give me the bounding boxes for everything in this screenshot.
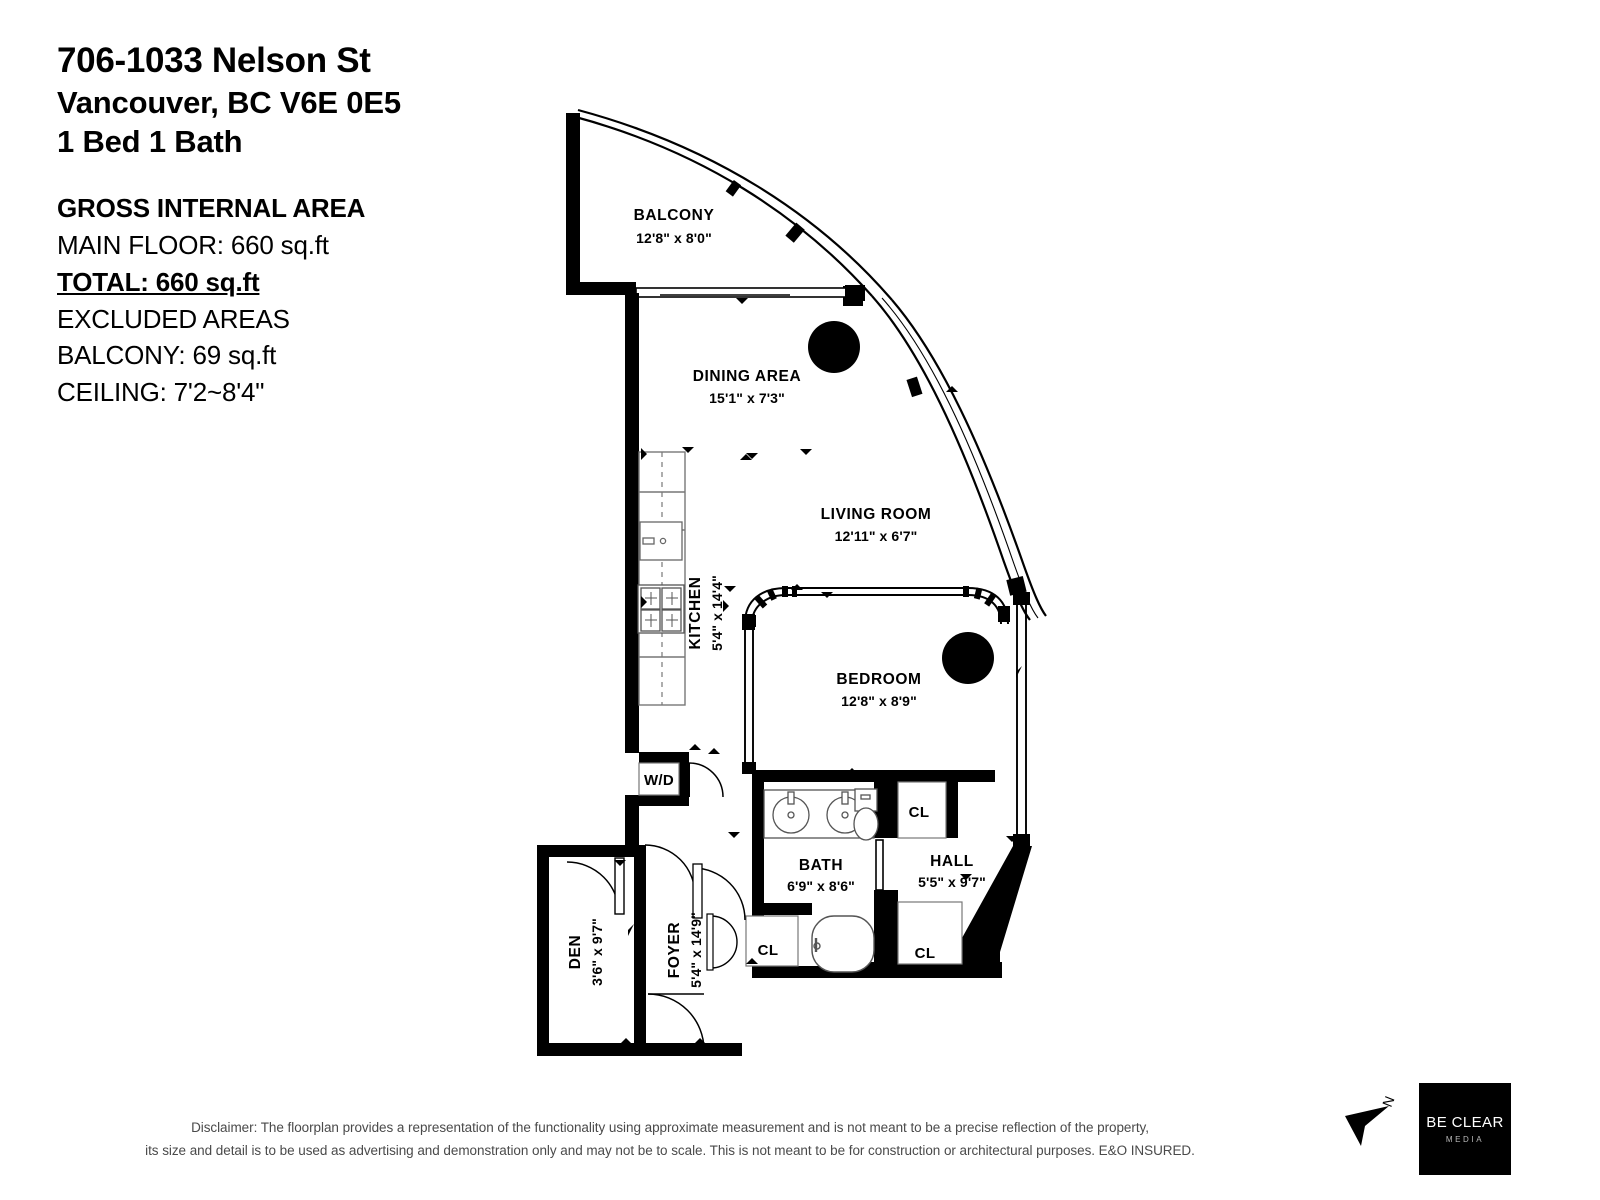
gia-balcony-excluded: BALCONY: 69 sq.ft: [57, 340, 277, 371]
kitchen-sink: [639, 521, 683, 561]
room-label-foyer: FOYER 5'4" x 14'9": [666, 912, 704, 988]
bedroom-name: BEDROOM: [836, 671, 921, 688]
room-label-den: DEN 3'6" x 9'7": [567, 918, 605, 986]
gia-total: TOTAL: 660 sq.ft: [57, 266, 260, 297]
toilet: [853, 788, 879, 841]
washer-dryer-door-swing: [688, 762, 724, 798]
room-label-balcony: BALCONY 12'8" x 8'0": [634, 207, 715, 246]
balcony-walls: [566, 113, 636, 295]
room-label-living-room: LIVING ROOM 12'11" x 6'7": [821, 506, 932, 544]
balcony-railing: [571, 108, 893, 301]
property-info-panel: 706-1033 Nelson St Vancouver, BC V6E 0E5…: [57, 40, 527, 411]
bedroom-ceiling-fixture: [942, 632, 994, 684]
washer-dryer-unit: [638, 762, 680, 796]
disclaimer-block: Disclaimer: The floorplan provides a rep…: [0, 1116, 1340, 1162]
den-dim: 3'6" x 9'7": [589, 918, 605, 986]
address-beds-baths: 1 Bed 1 Bath: [57, 123, 243, 159]
bedroom-right-wall-caps: [1013, 592, 1030, 846]
closet-foyer-label: CL: [758, 942, 779, 959]
balcony-dim: 12'8" x 8'0": [636, 230, 712, 246]
address-city: Vancouver, BC V6E 0E5: [57, 84, 401, 120]
living-name: LIVING ROOM: [821, 506, 932, 523]
brand-logo: BE CLEAR MEDIA: [1419, 1083, 1511, 1175]
foyer-dim: 5'4" x 14'9": [688, 912, 704, 988]
closet-hall-upper-label: CL: [909, 804, 930, 821]
bath-and-hall-walls: [752, 770, 995, 978]
closet-hall-lower-label: CL: [915, 945, 936, 962]
bath-pocket-door: [875, 839, 884, 891]
page-title: 706-1033 Nelson St: [57, 41, 371, 80]
brand-logo-sub: MEDIA: [1445, 1135, 1485, 1144]
foyer-name: FOYER: [666, 922, 683, 978]
bedroom-right-glass-wall: [1016, 600, 1027, 838]
gia-main-floor: MAIN FLOOR: 660 sq.ft: [57, 229, 329, 260]
dining-name: DINING AREA: [693, 368, 802, 385]
bath-name: BATH: [799, 857, 843, 874]
foyer-closet-door: [706, 913, 738, 971]
bedroom-left-glass-wall: [744, 625, 754, 770]
kitchen-name: KITCHEN: [687, 576, 704, 649]
bedroom-partition-mullions: [742, 586, 1010, 630]
gia-excluded-heading: EXCLUDED AREAS: [57, 303, 290, 334]
north-letter: N: [1379, 1094, 1398, 1109]
room-label-hall: HALL 5'5" x 9'7": [918, 853, 986, 890]
room-label-bedroom: BEDROOM 12'8" x 8'9": [836, 671, 921, 709]
hall-dim: 5'5" x 9'7": [918, 874, 986, 890]
foyer-entry-door: [647, 993, 705, 1051]
balcony-door-jamb: [845, 285, 865, 301]
balcony-name: BALCONY: [634, 207, 715, 224]
living-dim: 12'11" x 6'7": [835, 528, 918, 544]
brand-logo-main: BE CLEAR: [1426, 1114, 1504, 1131]
bedroom-glass-partition: [744, 587, 1009, 625]
north-arrow-glyph: [1345, 1106, 1389, 1146]
bathtub: [811, 915, 875, 973]
foyer-to-kitchen-door: [644, 844, 696, 896]
foyer-bath-door: [692, 863, 746, 921]
dining-dim: 15'1" x 7'3": [709, 390, 785, 406]
disclaimer-line-1: Disclaimer: The floorplan provides a rep…: [191, 1120, 1149, 1135]
dining-ceiling-fixture: [808, 321, 860, 373]
den-door: [566, 857, 625, 915]
balcony-sliding-door: [635, 287, 853, 298]
kitchen-cooktop: [637, 584, 685, 634]
gia-total-row: TOTAL: 660 sq.ft: [57, 264, 527, 301]
living-room-curved-window-wall: [871, 295, 1047, 621]
closet-outlines: [745, 781, 963, 967]
washer-dryer-label: W/D: [644, 772, 674, 789]
washer-dryer-closet: [639, 752, 689, 806]
gross-internal-area-block: GROSS INTERNAL AREA MAIN FLOOR: 660 sq.f…: [57, 190, 527, 411]
room-label-kitchen: KITCHEN 5'4" x 14'4": [687, 575, 725, 651]
hall-name: HALL: [930, 853, 974, 870]
disclaimer-line-2: its size and detail is to be used as adv…: [145, 1143, 1195, 1159]
bath-dim: 6'9" x 8'6": [787, 878, 855, 894]
bedroom-glass-wall-end-caps: [742, 615, 756, 774]
gia-ceiling: CEILING: 7'2~8'4": [57, 377, 265, 408]
room-label-bath: BATH 6'9" x 8'6": [787, 857, 855, 894]
camera-view-markers: [540, 265, 1022, 1044]
bedroom-dim: 12'8" x 8'9": [841, 693, 917, 709]
gia-heading: GROSS INTERNAL AREA: [57, 192, 366, 223]
den-name: DEN: [567, 935, 584, 970]
north-arrow: N: [1337, 1094, 1407, 1154]
kitchen-counter: [638, 451, 686, 706]
kitchen-dim: 5'4" x 14'4": [709, 575, 725, 651]
room-label-dining-area: DINING AREA 15'1" x 7'3": [693, 368, 802, 406]
exterior-walls: [537, 293, 742, 1056]
